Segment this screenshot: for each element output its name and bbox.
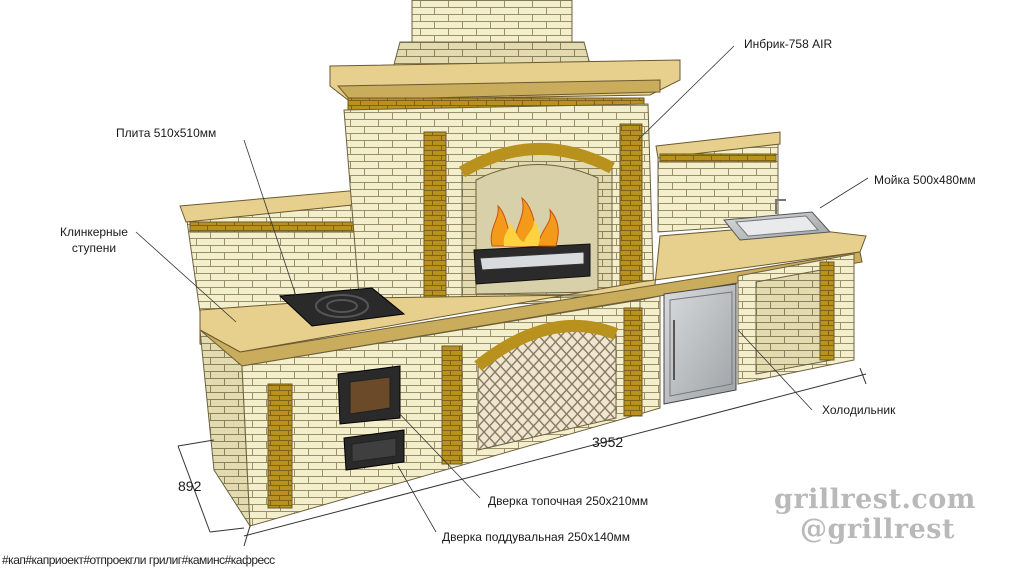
firewood-niche bbox=[474, 319, 619, 451]
right-pedestal bbox=[737, 253, 855, 385]
countertop bbox=[199, 225, 867, 367]
leader-lines bbox=[135, 45, 869, 533]
label-klinker: Клинкерные ступени bbox=[60, 225, 128, 255]
cast-iron-hob-plate bbox=[278, 287, 406, 327]
label-holodilnik: Холодильник bbox=[822, 403, 896, 417]
dimension-depth: 892 bbox=[178, 478, 202, 494]
label-dverka-pod: Дверка поддувальная 250х140мм bbox=[442, 530, 630, 544]
chimney bbox=[391, 0, 593, 73]
watermark-handle: @grillrest bbox=[800, 514, 955, 545]
watermark-site: grillrest.com bbox=[774, 484, 976, 515]
ash-pit-door bbox=[343, 429, 405, 471]
bbq-grill-insert bbox=[473, 196, 591, 285]
refrigerator bbox=[663, 283, 737, 405]
label-plita: Плита 510х510мм bbox=[116, 126, 217, 140]
dimension-lines bbox=[177, 367, 867, 547]
right-back-wall bbox=[655, 131, 781, 233]
left-side-wall bbox=[179, 189, 363, 313]
label-moyka: Мойка 500х480мм bbox=[874, 173, 976, 187]
label-inbrik: Инбрик-758 AIR bbox=[744, 37, 833, 51]
dimension-width: 3952 bbox=[592, 434, 624, 450]
firebox-door bbox=[337, 365, 401, 425]
footer-hashtags: #кап#каприоект#отпроекгли грилиг#каминс#… bbox=[2, 553, 275, 567]
sink bbox=[723, 199, 832, 241]
label-dverka-top: Дверка топочная 250х210мм bbox=[488, 494, 649, 508]
